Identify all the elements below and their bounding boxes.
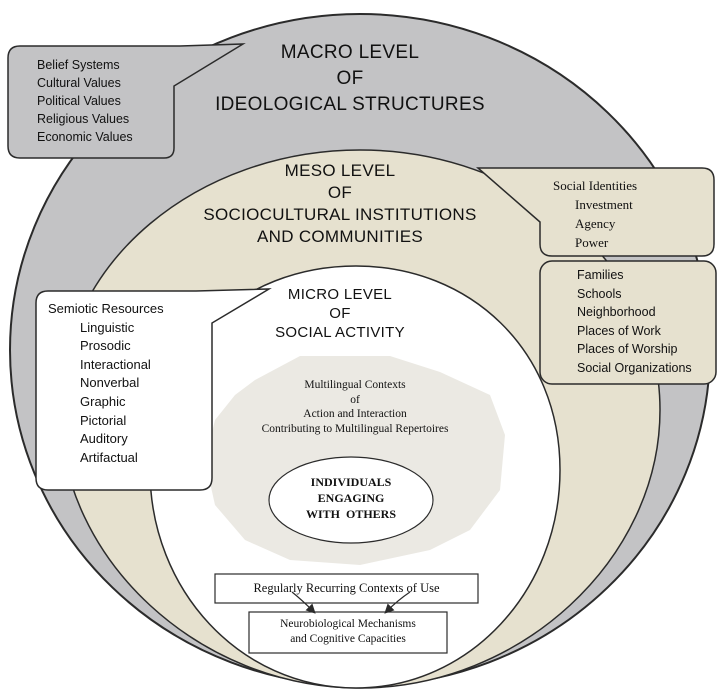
contexts-line-2: of xyxy=(350,393,360,406)
belief-item: Political Values xyxy=(37,94,121,108)
identity-item: Agency xyxy=(575,216,616,231)
institution-item: Places of Work xyxy=(577,323,661,338)
meso-title-line-3: SOCIOCULTURAL INSTITUTIONS xyxy=(203,205,477,224)
macro-title-line-1: MACRO LEVEL xyxy=(280,42,420,63)
contexts-line-4: Contributing to Multilingual Repertoires xyxy=(261,422,449,435)
recurring-contexts-box-shape xyxy=(214,573,479,604)
contexts-line-1: Multilingual Contexts xyxy=(304,379,406,391)
semiotic-item: Graphic xyxy=(80,393,126,409)
arrow-left xyxy=(291,591,316,614)
belief-systems-list: Belief Systems Cultural Values Political… xyxy=(37,56,133,146)
neuro-line-2: and Cognitive Capacities xyxy=(290,633,406,645)
semiotic-item: Linguistic xyxy=(80,319,135,335)
individuals-line-3: WITH OTHERS xyxy=(305,507,397,521)
recurring-contexts-label: Regularly Recurring Contexts of Use xyxy=(253,581,440,595)
semiotic-item: Pictorial xyxy=(80,412,127,428)
arrow-right xyxy=(384,591,411,614)
social-identities-list: Social Identities Investment Agency Powe… xyxy=(553,176,637,252)
micro-title-line-3: SOCIAL ACTIVITY xyxy=(275,324,405,341)
belief-item: Cultural Values xyxy=(37,76,121,90)
institution-item: Neighborhood xyxy=(577,305,656,319)
institution-item: Families xyxy=(577,268,624,282)
semiotic-resources-callout-shape xyxy=(35,288,272,491)
neurobiological-label: Neurobiological Mechanisms and Cognitive… xyxy=(249,617,447,647)
semiotic-item: Nonverbal xyxy=(80,375,140,391)
belief-systems-callout-shape xyxy=(7,43,246,159)
semiotic-heading: Semiotic Resources xyxy=(48,301,164,316)
individuals-line-1: INDIVIDUALS xyxy=(310,475,392,489)
belief-item: Religious Values xyxy=(37,112,130,126)
meso-title-line-2: OF xyxy=(327,183,353,202)
identity-item: Investment xyxy=(575,197,633,212)
micro-level-title: MICRO LEVEL OF SOCIAL ACTIVITY xyxy=(250,285,430,342)
belief-item: Belief Systems xyxy=(37,58,120,72)
semiotic-resources-list: Semiotic Resources Linguistic Prosodic I… xyxy=(48,300,164,467)
neurobiological-box-shape xyxy=(248,611,448,654)
institutions-list: Families Schools Neighborhood Places of … xyxy=(577,266,692,377)
individuals-ellipse xyxy=(268,456,434,544)
multilingual-contexts-label: Multilingual Contexts of Action and Inte… xyxy=(220,378,490,436)
belief-item: Economic Values xyxy=(37,130,133,144)
micro-title-line-2: OF xyxy=(329,305,351,322)
institution-item: Places of Worship xyxy=(577,342,678,356)
meso-level-title: MESO LEVEL OF SOCIOCULTURAL INSTITUTIONS… xyxy=(190,160,490,248)
meso-title-line-1: MESO LEVEL xyxy=(284,161,396,180)
identity-item: Power xyxy=(575,235,609,250)
institution-item: Social Organizations xyxy=(577,360,692,375)
social-identities-heading: Social Identities xyxy=(553,178,638,193)
macro-level-title: MACRO LEVEL OF IDEOLOGICAL STRUCTURES xyxy=(210,40,490,118)
semiotic-item: Prosodic xyxy=(80,338,131,354)
individuals-label: INDIVIDUALS ENGAGING WITH OTHERS xyxy=(276,474,426,522)
semiotic-item: Auditory xyxy=(80,431,128,447)
semiotic-item: Interactional xyxy=(80,356,151,372)
social-identities-callout-shape xyxy=(475,167,715,257)
micro-title-line-1: MICRO LEVEL xyxy=(287,286,393,303)
contexts-line-3: Action and Interaction xyxy=(303,408,407,420)
macro-title-line-2: OF xyxy=(336,68,364,89)
institution-item: Schools xyxy=(577,286,622,301)
individuals-line-2: ENGAGING xyxy=(317,491,385,505)
macro-title-line-3: IDEOLOGICAL STRUCTURES xyxy=(215,94,485,115)
meso-title-line-4: AND COMMUNITIES xyxy=(257,227,423,246)
institutions-box-shape xyxy=(539,260,717,385)
neuro-line-1: Neurobiological Mechanisms xyxy=(280,618,416,630)
semiotic-item: Artifactual xyxy=(80,449,138,465)
